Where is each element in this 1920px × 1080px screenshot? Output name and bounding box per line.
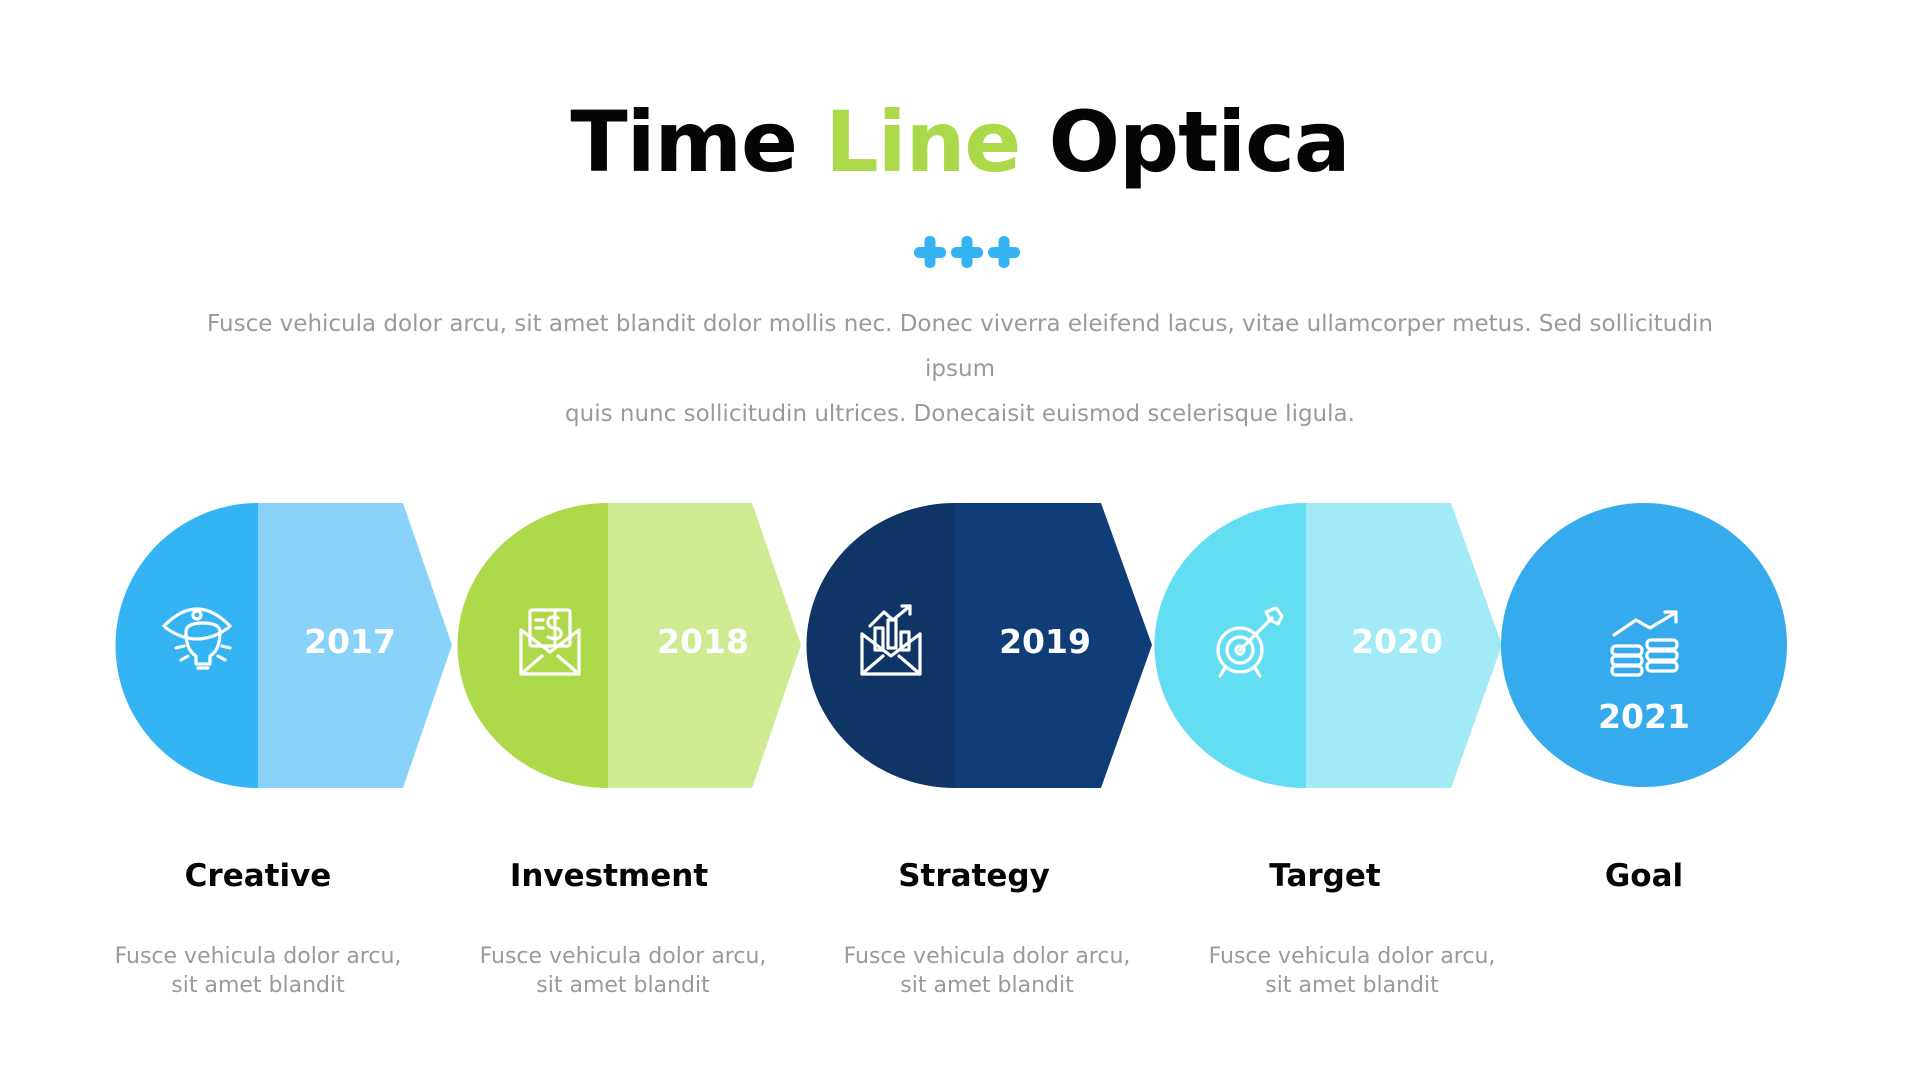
step-desc-line: Fusce vehicula dolor arcu, <box>114 944 402 969</box>
timeline-step-2020: 2020 <box>1154 503 1502 788</box>
title-part-line: Line <box>825 93 1021 191</box>
step-desc-strategy: Fusce vehicula dolor arcu, sit amet blan… <box>817 942 1157 1000</box>
plus-divider-icon <box>914 236 1020 268</box>
step-desc-line: Fusce vehicula dolor arcu, <box>843 944 1131 969</box>
intro-line-2: quis nunc sollicitudin ultrices. Donecai… <box>565 401 1355 427</box>
year-label-2019: 2019 <box>999 622 1091 661</box>
step-desc-line: Fusce vehicula dolor arcu, <box>1208 944 1496 969</box>
page-title: Time Line Optica <box>0 100 1920 184</box>
step-title-strategy: Strategy <box>898 858 1050 894</box>
step-3-arrow <box>955 503 1152 788</box>
timeline-step-2019: 2019 <box>806 503 1152 788</box>
timeline-step-2018: 2018 <box>457 503 801 788</box>
step-3-semicircle <box>806 503 955 788</box>
step-title-investment: Investment <box>509 858 709 894</box>
coins-growth-icon <box>1610 610 1679 677</box>
year-label-2018: 2018 <box>657 622 749 661</box>
timeline-step-2017: 2017 <box>115 503 452 788</box>
eye-lightbulb-icon <box>162 607 232 670</box>
step-desc-line: sit amet blandit <box>536 973 710 998</box>
step-1-arrow <box>258 503 452 788</box>
year-label-2020: 2020 <box>1351 622 1443 661</box>
title-part-optica: Optica <box>1048 93 1351 191</box>
envelope-chart-icon <box>860 604 922 676</box>
step-desc-line: sit amet blandit <box>171 973 345 998</box>
step-desc-creative: Fusce vehicula dolor arcu, sit amet blan… <box>88 942 428 1000</box>
timeline-step-2021: 2021 <box>1501 503 1787 787</box>
step-4-semicircle <box>1154 503 1306 788</box>
step-title-creative: Creative <box>184 858 332 894</box>
step-desc-line: Fusce vehicula dolor arcu, <box>479 944 767 969</box>
envelope-dollar-icon <box>519 608 581 676</box>
step-desc-investment: Fusce vehicula dolor arcu, sit amet blan… <box>453 942 793 1000</box>
step-desc-line: sit amet blandit <box>900 973 1074 998</box>
step-desc-target: Fusce vehicula dolor arcu, sit amet blan… <box>1182 942 1522 1000</box>
year-label-2021: 2021 <box>1598 697 1690 736</box>
step-title-goal: Goal <box>1604 858 1684 894</box>
intro-paragraph: Fusce vehicula dolor arcu, sit amet blan… <box>180 302 1740 437</box>
step-desc-line: sit amet blandit <box>1265 973 1439 998</box>
title-part-time: Time <box>570 93 798 191</box>
year-label-2017: 2017 <box>304 622 396 661</box>
step-title-target: Target <box>1269 858 1381 894</box>
intro-line-1: Fusce vehicula dolor arcu, sit amet blan… <box>207 311 1713 382</box>
step-4-arrow <box>1306 503 1502 788</box>
target-arrow-icon <box>1216 606 1284 678</box>
step-5-circle <box>1501 503 1787 787</box>
step-2-arrow <box>608 503 801 788</box>
